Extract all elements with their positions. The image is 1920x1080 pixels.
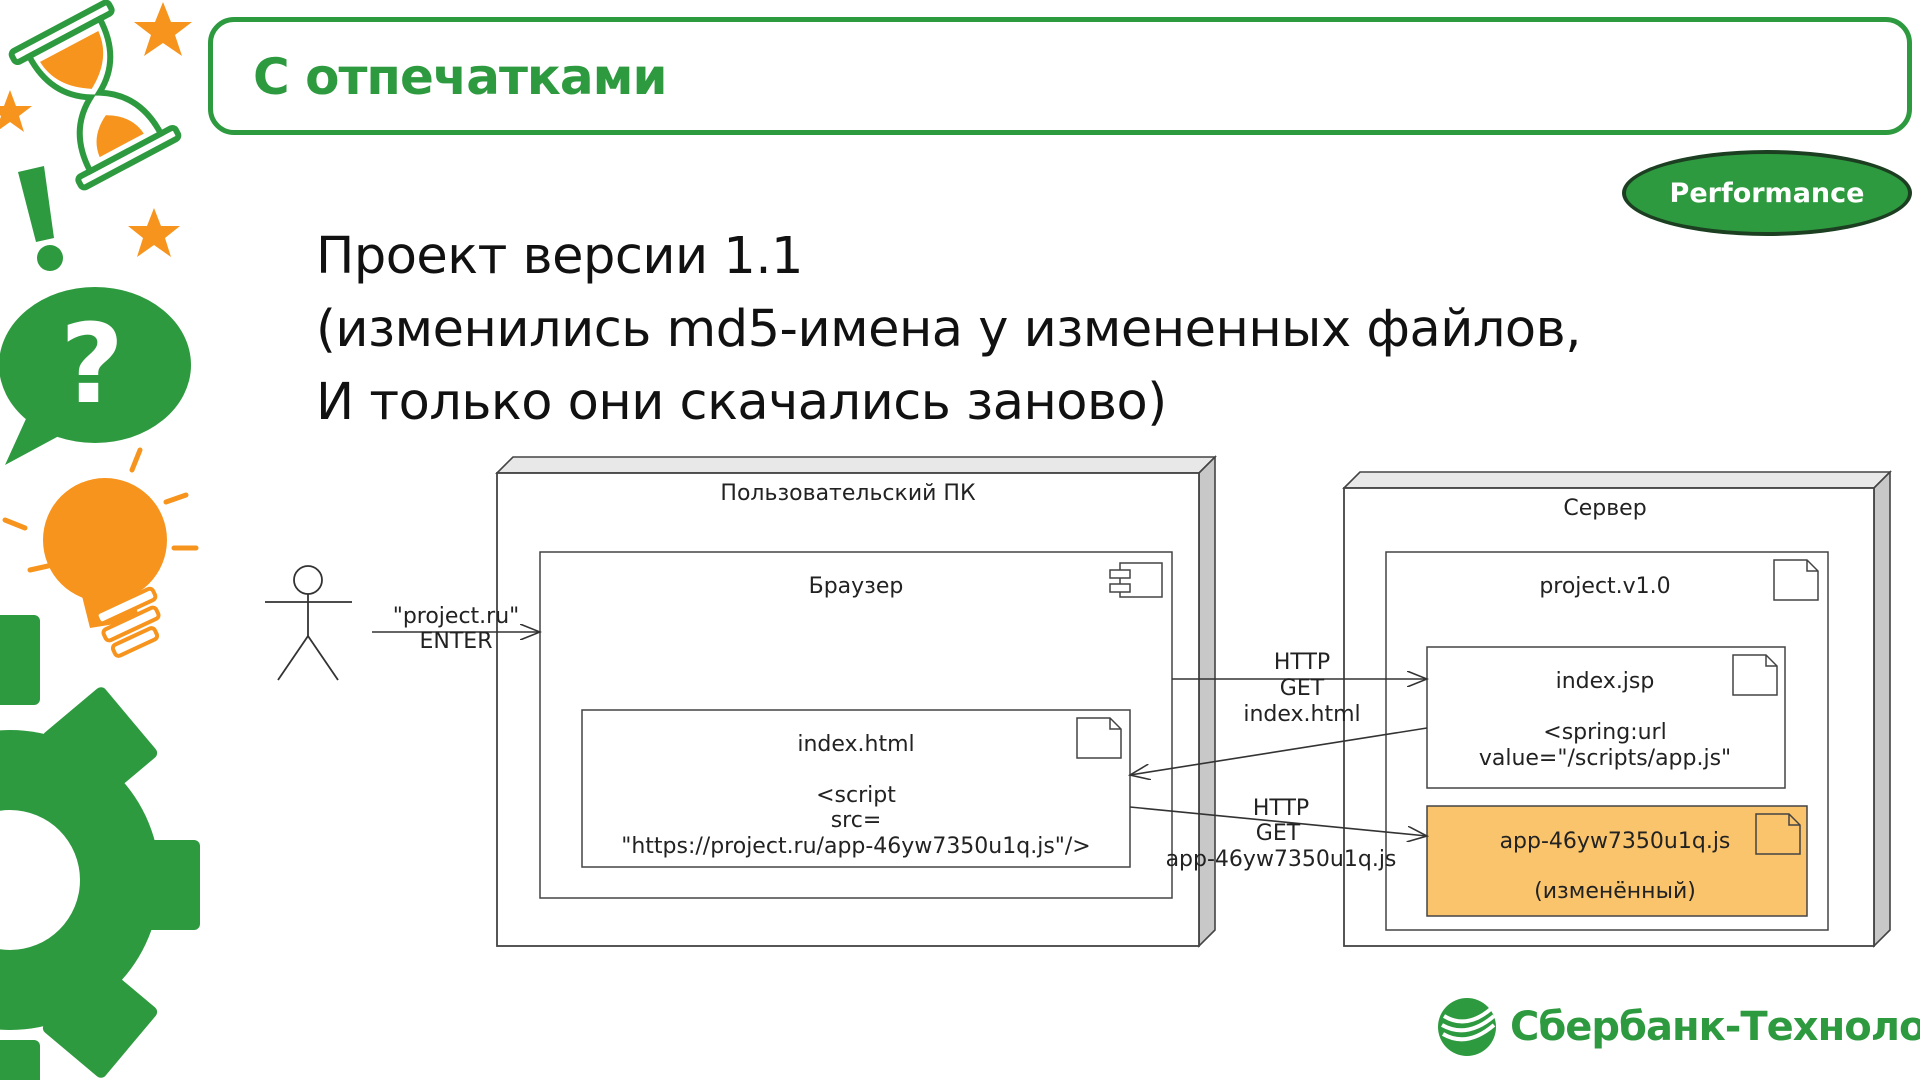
sberbank-tech-logo: Сбербанк-Технологии [1436,995,1920,1059]
logo-text: Сбербанк-Технологии [1510,1004,1920,1050]
server-label: Сервер [1563,496,1646,521]
user-pc-label: Пользовательский ПК [720,481,976,506]
gear-icon [0,615,200,1080]
star-icon [128,208,180,257]
document-icon [1076,717,1122,759]
sberbank-logo-icon [1438,998,1496,1056]
document-icon [1773,559,1819,601]
response-arrow [1130,727,1428,775]
index-jsp-line: value="/scripts/app.js" [1479,746,1731,771]
slide-title: С отпечатками [253,48,668,106]
star-icon [134,2,192,56]
question-bubble-icon: ? [0,287,191,465]
project-label: project.v1.0 [1539,574,1670,599]
heading-line: Проект версии 1.1 [316,227,803,286]
index-html-line: <script [816,783,896,808]
app-js-title: app-46yw7350u1q.js [1500,829,1731,854]
user-actor-icon [265,565,352,681]
user-action-label: "project.ru" [393,604,520,629]
document-icon [1732,654,1778,696]
performance-badge: Performance [1622,150,1912,236]
browser-label: Браузер [809,574,904,599]
request-app-label: HTTP [1253,796,1309,821]
index-html-line: src= [831,808,882,833]
app-js-subtitle: (изменённый) [1534,879,1696,904]
index-jsp-title: index.jsp [1556,669,1655,694]
star-icon [0,90,32,132]
heading-line: (изменились md5-имена у измененных файло… [316,300,1581,359]
request-index-label: HTTP [1274,650,1330,675]
request-app-label: GET [1256,821,1301,846]
request-index-label: GET [1280,676,1325,701]
decorative-strip: ? [0,0,200,1080]
component-icon [1109,562,1163,598]
index-jsp-line: <spring:url [1543,720,1666,745]
svg-text:?: ? [60,300,124,428]
slide-heading: Проект версии 1.1 (изменились md5-имена … [316,220,1616,439]
user-action-label: ENTER [420,629,493,654]
request-app-label: app-46yw7350u1q.js [1166,847,1397,872]
app-js-artifact: app-46yw7350u1q.js (изменённый) [1426,805,1808,917]
request-app-arrow [1129,806,1427,836]
document-icon [1755,813,1801,855]
exclamation-icon [18,166,63,271]
request-index-label: index.html [1243,702,1360,727]
index-jsp-artifact: index.jsp <spring:url value="/scripts/ap… [1426,646,1786,789]
heading-line: И только они скачались заново) [316,373,1167,432]
hourglass-icon [8,0,182,191]
lightbulb-icon [2,447,199,658]
title-banner: С отпечатками [208,17,1912,135]
index-html-title: index.html [797,732,914,757]
index-html-line: "https://project.ru/app-46yw7350u1q.js"/… [621,834,1091,859]
index-html-artifact: index.html <script src= "https://project… [581,709,1131,868]
